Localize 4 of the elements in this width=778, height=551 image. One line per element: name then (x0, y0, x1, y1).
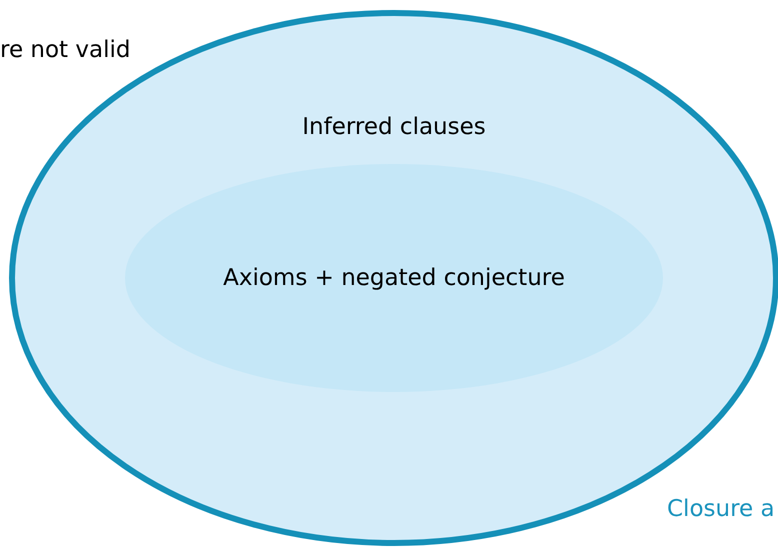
region-label: Axioms + negated conjecture (223, 264, 565, 293)
annotation-text: re not valid (0, 36, 130, 65)
region-label: Inferred clauses (302, 113, 486, 142)
annotation-text: Closure a (667, 495, 775, 524)
